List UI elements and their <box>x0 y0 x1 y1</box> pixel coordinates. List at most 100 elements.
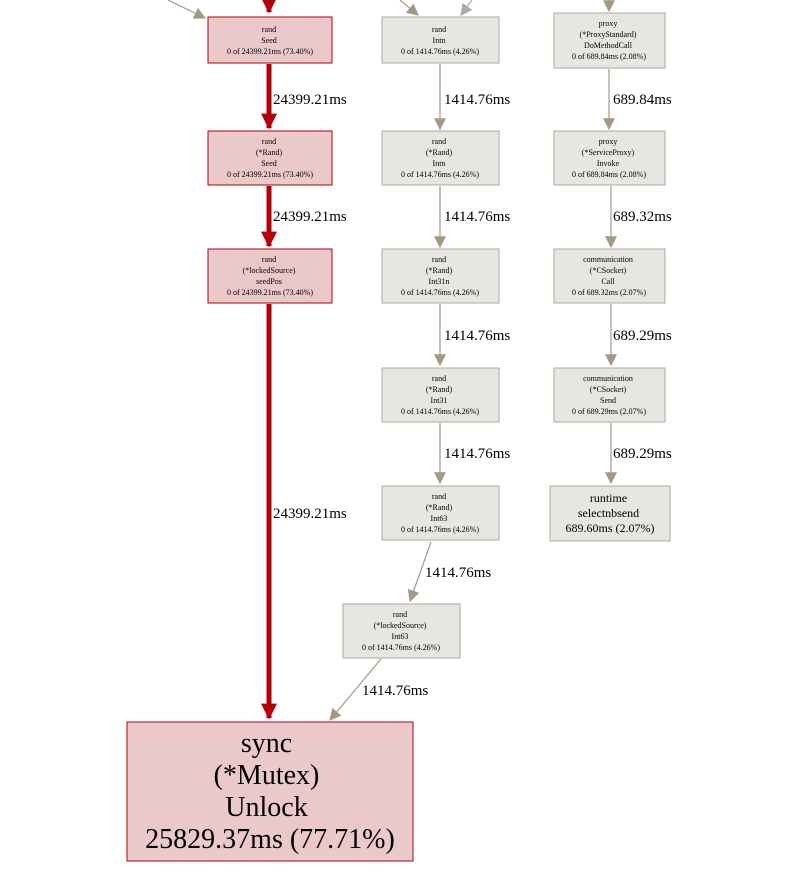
node-rand-seed-line: rand <box>262 25 276 34</box>
node-locked-int63-line: 0 of 1414.76ms (4.26%) <box>362 643 440 652</box>
nodes: rand Seed 0 of 24399.21ms (73.40%) rand … <box>126 12 671 862</box>
node-rand-rand-intn-line: (*Rand) <box>426 148 453 157</box>
svg-text:rand (*lockedSource): rand (*lockedSource) seedPos 0 of 24399.… <box>227 255 313 297</box>
edge-label-domethodcall-to-invoke: 689.84ms <box>613 92 672 108</box>
edge-label-rand-intn-to-int31n: 1414.76ms <box>444 209 510 225</box>
node-rand-rand-int31n[interactable]: rand (*Rand) Int31n 0 of 1414.76ms (4.26… <box>381 248 500 304</box>
node-send-line: (*CSocket) <box>590 385 627 394</box>
node-int31n-line: 0 of 1414.76ms (4.26%) <box>401 288 479 297</box>
node-int63-line: 0 of 1414.76ms (4.26%) <box>401 525 479 534</box>
node-unlock-line: (*Mutex) <box>214 760 320 791</box>
node-rand-lockedsource-seedpos[interactable]: rand (*lockedSource) seedPos 0 of 24399.… <box>207 248 333 304</box>
node-sync-mutex-unlock[interactable]: sync (*Mutex) Unlock 25829.37ms (77.71%) <box>126 721 414 862</box>
node-int31n-line: (*Rand) <box>426 266 453 275</box>
node-int31n-line: Int31n <box>429 277 450 286</box>
edge-label-invoke-to-call: 689.32ms <box>613 209 672 225</box>
node-send-line: Send <box>600 396 616 405</box>
svg-text:rand (*lockedSource): rand (*lockedSource) Int63 0 of 1414.76m… <box>362 610 440 652</box>
node-invoke-line: proxy <box>599 137 618 146</box>
svg-text:rand (*Rand) S: rand (*Rand) Seed 0 of 24399.21ms (73.40… <box>227 137 313 179</box>
edge-label-rand-seed-to-seedpos: 24399.21ms <box>273 209 347 225</box>
node-int63-line: (*Rand) <box>426 503 453 512</box>
svg-text:rand (*Rand) I: rand (*Rand) Int31n 0 of 1414.76ms (4.26… <box>401 255 479 297</box>
node-locked-int63-line: (*lockedSource) <box>374 621 427 630</box>
node-rand-rand-intn-line: 0 of 1414.76ms (4.26%) <box>401 170 479 179</box>
node-domethodcall-line: DoMethodCall <box>584 41 633 50</box>
svg-text:rand Seed 0 of: rand Seed 0 of 24399.21ms (73.40%) <box>227 25 313 56</box>
svg-text:rand (*Rand) I: rand (*Rand) Int31 0 of 1414.76ms (4.26%… <box>401 374 479 416</box>
node-rand-rand-seed-line: Seed <box>261 159 277 168</box>
edge-label-int31-to-int63: 1414.76ms <box>444 446 510 462</box>
node-unlock-line: sync <box>241 728 292 759</box>
node-communication-call[interactable]: communication (*CSocket) Call 0 of 689.3… <box>553 248 666 304</box>
edge-label-locked-int63-to-unlock: 1414.76ms <box>362 683 428 699</box>
node-rand-seed-line: 0 of 24399.21ms (73.40%) <box>227 47 313 56</box>
edge-label-send-to-selectnbsend: 689.29ms <box>613 446 672 462</box>
edge-incoming-to-seed <box>167 0 207 19</box>
node-invoke-line: 0 of 689.84ms (2.08%) <box>572 170 646 179</box>
node-rand-rand-intn[interactable]: rand (*Rand) Intn 0 of 1414.76ms (4.26%) <box>381 130 500 186</box>
node-send-line: communication <box>583 374 633 383</box>
node-runtime-selectnbsend[interactable]: runtime selectnbsend 689.60ms (2.07%) <box>549 485 671 542</box>
svg-text:communication (*CSocke: communication (*CSocket) Send 0 of 689.2… <box>572 374 646 416</box>
edge-incoming-to-intn-right <box>460 0 473 16</box>
node-int63-line: rand <box>432 492 446 501</box>
node-rand-rand-intn-line: Intn <box>433 159 446 168</box>
node-int31-line: (*Rand) <box>426 385 453 394</box>
edge-label-int63-to-locked-int63: 1414.76ms <box>425 565 491 581</box>
edge-label-int31n-to-int31: 1414.76ms <box>444 328 510 344</box>
node-selectnbsend-line: selectnbsend <box>578 506 639 520</box>
node-rand-rand-int31[interactable]: rand (*Rand) Int31 0 of 1414.76ms (4.26%… <box>381 367 500 423</box>
node-int31-line: rand <box>432 374 446 383</box>
svg-text:proxy (*ServiceProxy): proxy (*ServiceProxy) Invoke 0 of 689.84… <box>572 137 646 179</box>
node-proxy-invoke[interactable]: proxy (*ServiceProxy) Invoke 0 of 689.84… <box>553 130 666 186</box>
node-invoke-line: (*ServiceProxy) <box>582 148 635 157</box>
node-int63-line: Int63 <box>431 514 448 523</box>
node-rand-rand-seed-line: rand <box>262 137 276 146</box>
svg-text:runtime selectnbsend: runtime selectnbsend 689.60ms (2.07%) <box>566 491 655 535</box>
node-invoke-line: Invoke <box>597 159 620 168</box>
node-rand-rand-seed[interactable]: rand (*Rand) Seed 0 of 24399.21ms (73.40… <box>207 130 333 186</box>
node-rand-rand-seed-line: 0 of 24399.21ms (73.40%) <box>227 170 313 179</box>
node-int31-line: Int31 <box>431 396 448 405</box>
svg-text:sync (*Mutex): sync (*Mutex) Unlock 25829.37ms (77.71%) <box>145 728 395 855</box>
node-int31n-line: rand <box>432 255 446 264</box>
node-rand-rand-seed-line: (*Rand) <box>256 148 283 157</box>
node-call-line: 0 of 689.32ms (2.07%) <box>572 288 646 297</box>
node-rand-seed[interactable]: rand Seed 0 of 24399.21ms (73.40%) <box>207 16 333 64</box>
edge-label-seed-to-rand-seed: 24399.21ms <box>273 92 347 108</box>
node-seedpos-line: rand <box>262 255 276 264</box>
node-rand-seed-line: Seed <box>261 36 277 45</box>
svg-text:rand (*Rand) I: rand (*Rand) Intn 0 of 1414.76ms (4.26%) <box>401 137 479 179</box>
node-seedpos-line: 0 of 24399.21ms (73.40%) <box>227 288 313 297</box>
node-rand-intn[interactable]: rand Intn 0 of 1414.76ms (4.26%) <box>381 16 500 64</box>
node-call-line: communication <box>583 255 633 264</box>
node-rand-intn-line: rand <box>432 25 446 34</box>
node-proxy-domethodcall[interactable]: proxy (*ProxyStandard) DoMethodCall 0 of… <box>553 12 666 69</box>
node-locked-int63-line: rand <box>393 610 407 619</box>
node-unlock-line: 25829.37ms (77.71%) <box>145 824 395 855</box>
node-send-line: 0 of 689.29ms (2.07%) <box>572 407 646 416</box>
edge-locked-int63-to-unlock <box>329 658 382 721</box>
edges: 24399.21ms 24399.21ms 24399.21ms 1414.76… <box>167 0 672 721</box>
node-domethodcall-line: (*ProxyStandard) <box>580 30 637 39</box>
edge-label-seedpos-to-unlock: 24399.21ms <box>273 506 347 522</box>
edge-label-intn-to-rand-intn: 1414.76ms <box>444 92 510 108</box>
node-selectnbsend-line: runtime <box>590 491 627 505</box>
node-rand-lockedsource-int63[interactable]: rand (*lockedSource) Int63 0 of 1414.76m… <box>342 603 461 659</box>
svg-text:communication (*CSocke: communication (*CSocket) Call 0 of 689.3… <box>572 255 646 297</box>
node-seedpos-line: seedPos <box>256 277 282 286</box>
node-int31-line: 0 of 1414.76ms (4.26%) <box>401 407 479 416</box>
node-rand-rand-int63[interactable]: rand (*Rand) Int63 0 of 1414.76ms (4.26%… <box>381 485 500 541</box>
node-selectnbsend-line: 689.60ms (2.07%) <box>566 521 655 535</box>
node-domethodcall-line: proxy <box>599 19 618 28</box>
node-rand-intn-line: 0 of 1414.76ms (4.26%) <box>401 47 479 56</box>
node-rand-intn-line: Intn <box>433 36 446 45</box>
node-call-line: (*CSocket) <box>590 266 627 275</box>
node-communication-send[interactable]: communication (*CSocket) Send 0 of 689.2… <box>553 367 666 423</box>
edge-label-call-to-send: 689.29ms <box>613 328 672 344</box>
svg-text:rand (*Rand) I: rand (*Rand) Int63 0 of 1414.76ms (4.26%… <box>401 492 479 534</box>
node-unlock-line: Unlock <box>225 792 307 823</box>
svg-text:rand Intn 0 of: rand Intn 0 of 1414.76ms (4.26%) <box>401 25 479 56</box>
